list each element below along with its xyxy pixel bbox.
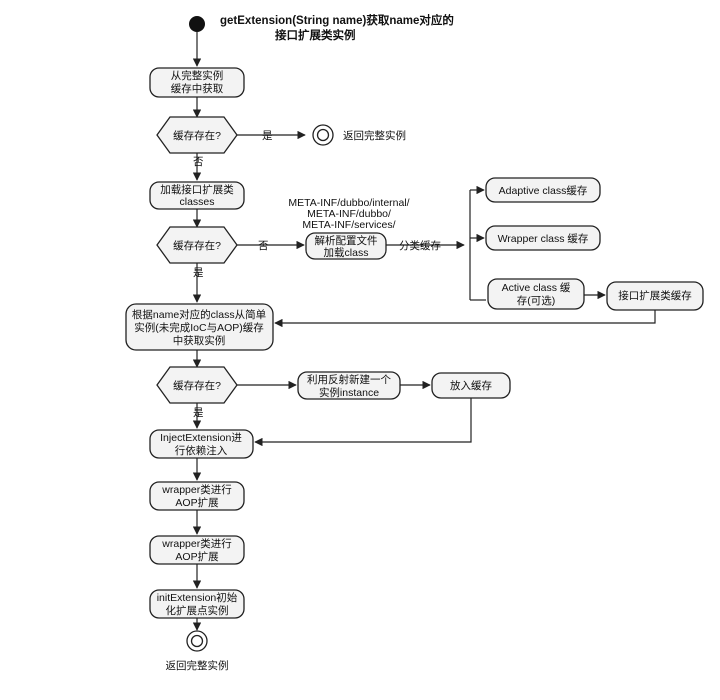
active-line2: 存(可选)	[517, 294, 556, 307]
ext-cache-node: 接口扩展类缓存	[606, 281, 704, 311]
start-node	[189, 16, 205, 32]
put-cache-node: 放入缓存	[431, 372, 511, 399]
edge-put-to-inject	[254, 398, 472, 447]
reflect-new-line1: 利用反射新建一个	[307, 373, 391, 386]
wrap1-node: wrapper类进行 AOP扩展	[149, 481, 245, 511]
end-node	[186, 630, 208, 652]
start-title-line2: 接口扩展类实例	[275, 28, 356, 42]
parse-config-line1: 解析配置文件	[315, 234, 378, 247]
active-line1: Active class 缓	[502, 281, 571, 294]
edge-ext-to-get	[274, 310, 656, 328]
config-paths: META-INF/dubbo/internal/ META-INF/dubbo/…	[288, 197, 409, 231]
init-line1: initExtension初始	[157, 591, 238, 604]
put-cache-label: 放入缓存	[450, 379, 492, 392]
ext-cache-label: 接口扩展类缓存	[618, 289, 692, 302]
cache-lookup-line1: 从完整实例	[171, 69, 224, 82]
classify-label: 分类缓存	[399, 239, 441, 252]
get-instance-line1: 根据name对应的class从简单	[132, 308, 266, 321]
return1-label: 返回完整实例	[343, 129, 406, 142]
get-instance-line3: 中获取实例	[173, 334, 226, 347]
load-classes-line2: classes	[179, 196, 214, 208]
check3-decision: 缓存存在?	[156, 366, 238, 404]
check1-label: 缓存存在?	[173, 129, 221, 142]
check1-yes-label: 是	[262, 130, 273, 142]
adaptive-cache-node: Adaptive class缓存	[485, 177, 601, 203]
reflect-new-node: 利用反射新建一个 实例instance	[297, 371, 401, 400]
wrap1-line2: AOP扩展	[175, 496, 219, 509]
adaptive-label: Adaptive class缓存	[499, 184, 588, 197]
reflect-new-line2: 实例instance	[319, 386, 379, 399]
inject-line2: 行依赖注入	[175, 444, 228, 457]
check2-label: 缓存存在?	[173, 239, 221, 252]
init-node: initExtension初始 化扩展点实例	[149, 589, 245, 619]
check3-yes-label: 是	[193, 407, 204, 419]
edges	[192, 32, 656, 631]
start-title-line1: getExtension(String name)获取name对应的	[220, 13, 454, 27]
config-path-3: META-INF/services/	[302, 219, 395, 231]
start-title: getExtension(String name)获取name对应的 接口扩展类…	[220, 13, 454, 42]
check2-no-label: 否	[258, 240, 269, 252]
check1-no-label: 否	[193, 156, 204, 168]
cache-lookup-line2: 缓存中获取	[171, 82, 224, 95]
check2-yes-label: 是	[193, 267, 204, 279]
wrap2-node: wrapper类进行 AOP扩展	[149, 535, 245, 565]
check3-label: 缓存存在?	[173, 379, 221, 392]
return1-node	[312, 124, 334, 146]
parse-config-node: 解析配置文件 加载class	[305, 232, 387, 260]
cache-lookup-node: 从完整实例 缓存中获取	[149, 67, 245, 98]
end-label: 返回完整实例	[166, 659, 229, 672]
get-instance-line2: 实例(未完成IoC与AOP)缓存	[134, 321, 264, 334]
check1-decision: 缓存存在?	[156, 116, 238, 154]
parse-config-line2: 加载class	[324, 247, 369, 259]
check2-decision: 缓存存在?	[156, 226, 238, 264]
config-path-2: META-INF/dubbo/	[307, 208, 391, 220]
wrap2-line1: wrapper类进行	[161, 537, 232, 550]
inject-line1: InjectExtension进	[160, 432, 242, 444]
wrapper-cache-node: Wrapper class 缓存	[485, 225, 601, 251]
wrapper-cache-label: Wrapper class 缓存	[498, 232, 589, 245]
load-classes-line1: 加载接口扩展类	[160, 183, 234, 196]
wrap2-line2: AOP扩展	[175, 550, 219, 563]
inject-node: InjectExtension进 行依赖注入	[149, 429, 254, 459]
active-cache-node: Active class 缓 存(可选)	[487, 278, 585, 310]
config-path-1: META-INF/dubbo/internal/	[288, 197, 409, 209]
init-line2: 化扩展点实例	[166, 604, 229, 617]
load-classes-node: 加载接口扩展类 classes	[149, 181, 245, 210]
get-instance-node: 根据name对应的class从简单 实例(未完成IoC与AOP)缓存 中获取实例	[125, 303, 274, 351]
wrap1-line1: wrapper类进行	[161, 483, 232, 496]
